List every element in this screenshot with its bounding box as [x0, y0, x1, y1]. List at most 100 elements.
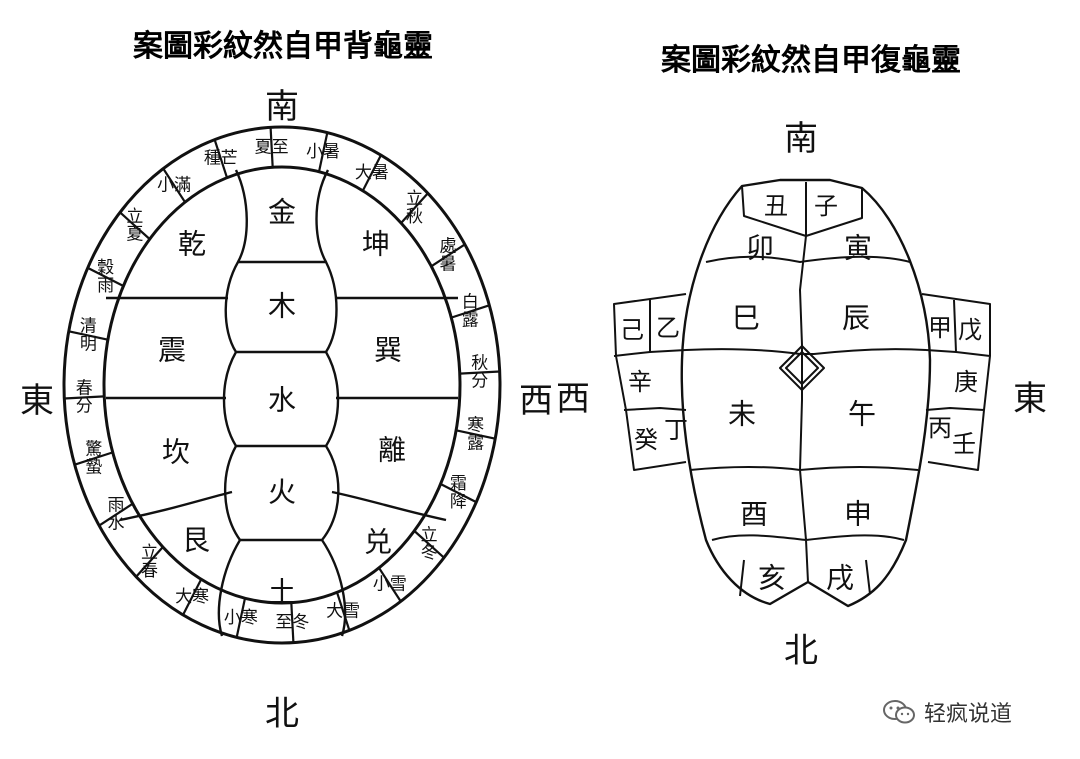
rim-divider [213, 139, 229, 179]
plastron-cell-label: 子 [814, 192, 838, 220]
stem-label: 戊 [958, 316, 982, 344]
rim-divider [119, 211, 151, 240]
rim-divider [74, 451, 114, 466]
back-rim-dividers [64, 127, 500, 643]
solar-term-label: 寒 [467, 416, 484, 436]
rim-divider [269, 127, 274, 168]
solar-term-label: 小滿 [157, 175, 191, 195]
plastron-cell-label: 申 [844, 498, 872, 531]
rim-divider [98, 502, 134, 527]
belly-north-label: 北 [784, 631, 818, 671]
rim-divider [450, 304, 490, 319]
back-shell-diagram: 案圖彩紋然自甲背龜靈 南 北 東 西 [20, 29, 553, 734]
scute-label: 艮 [182, 524, 210, 557]
stem-label: 乙 [656, 314, 680, 342]
solar-term-label: 霜 [450, 474, 467, 494]
solar-term-label: 小寒 [224, 608, 258, 628]
rim-divider [455, 429, 496, 440]
scute-label: 巽 [374, 334, 402, 367]
scute-label: 坎 [162, 436, 190, 469]
solar-term-label: 大雪 [326, 601, 360, 621]
solar-term-label: 立 [421, 525, 438, 545]
solar-term-label: 白 [462, 293, 479, 313]
plastron-cell-label: 寅 [844, 232, 872, 265]
solar-term-label: 明 [80, 334, 97, 354]
plastron-cell-label: 戌 [826, 562, 854, 595]
rim-divider [361, 154, 382, 192]
solar-term-label: 種芒 [204, 149, 238, 169]
stem-label: 癸 [634, 426, 658, 454]
watermark: 轻疯说道 [882, 692, 1072, 732]
belly-outline [680, 178, 932, 608]
stem-label: 庚 [954, 368, 978, 396]
back-east-label: 東 [20, 381, 54, 421]
rim-divider [135, 546, 164, 578]
solar-term-label: 大暑 [355, 163, 389, 183]
back-title: 案圖彩紋然自甲背龜靈 [133, 29, 433, 64]
solar-term-label: 分 [76, 396, 93, 416]
rim-divider [235, 598, 247, 638]
solar-term-label: 秋 [406, 207, 423, 227]
solar-term-label: 秋 [471, 354, 488, 374]
back-costal-dividers [106, 296, 458, 522]
back-shell-outer-rim [62, 125, 502, 645]
solar-term-label: 立 [141, 543, 158, 563]
solar-term-label: 暑 [440, 254, 457, 274]
solar-term-label: 蟄 [85, 457, 102, 477]
plastron-cell-label: 未 [728, 398, 756, 431]
solar-term-label: 清 [80, 317, 97, 337]
rim-divider [182, 578, 203, 616]
rim-divider [440, 482, 477, 504]
solar-term-label: 小雪 [373, 575, 407, 595]
belly-seams [685, 182, 927, 597]
solar-term-label: 降 [450, 492, 467, 512]
back-west-label: 西 [519, 381, 553, 421]
rim-divider [413, 530, 445, 559]
plastron-cell-label: 巳 [732, 302, 760, 335]
solar-term-label: 雨 [107, 496, 124, 516]
scute-label: 乾 [178, 228, 206, 261]
belly-west-label: 西 [556, 379, 590, 419]
stem-label: 己 [620, 316, 644, 344]
scute-label: 水 [268, 384, 296, 417]
stem-label: 辛 [628, 368, 652, 396]
scute-label: 震 [158, 334, 186, 367]
belly-east-label: 東 [1013, 379, 1047, 419]
belly-title: 案圖彩紋然自甲復龜靈 [661, 43, 961, 78]
back-labels: 夏至小暑大暑立秋處暑白露秋分寒露霜降立冬小雪大雪至冬小寒大寒立春雨水驚蟄春分清明… [76, 137, 488, 632]
belly-labels: 丑子卯寅巳辰未午酉申亥戌己乙辛癸丁甲戊庚丙壬 [620, 192, 982, 595]
plastron-cell-label: 辰 [842, 302, 870, 335]
rim-divider [335, 591, 351, 631]
plastron-cell-label: 亥 [758, 562, 786, 595]
solar-term-label: 夏 [126, 225, 143, 245]
belly-shell-diagram: 案圖彩紋然自甲復龜靈 南 北 西 東 丑子卯寅巳辰未午酉申亥戌己乙辛癸丁甲戊庚丙… [556, 43, 1047, 671]
solar-term-label: 立 [406, 189, 423, 209]
scute-label: 坤 [362, 228, 390, 261]
solar-term-label: 雨 [97, 276, 114, 296]
rim-divider [430, 243, 466, 268]
rim-divider [64, 395, 105, 400]
back-vertebral-column [217, 169, 347, 637]
rim-divider [87, 266, 124, 288]
solar-term-label: 大寒 [175, 587, 209, 607]
watermark-text: 轻疯说道 [924, 702, 1013, 727]
solar-term-label: 春 [141, 561, 158, 581]
solar-term-label: 夏至 [255, 137, 289, 157]
stem-label: 壬 [952, 430, 976, 458]
solar-term-label: 驚 [85, 440, 102, 460]
belly-center-diamond [779, 345, 825, 391]
solar-term-label: 露 [462, 310, 479, 330]
belly-right-wing [921, 293, 991, 471]
wechat-icon [883, 700, 915, 724]
solar-term-label: 小暑 [306, 142, 340, 162]
rim-divider [68, 330, 109, 341]
solar-term-label: 處 [440, 236, 457, 256]
rim-divider [317, 132, 329, 172]
solar-term-label: 露 [467, 433, 484, 453]
stem-label: 甲 [928, 314, 952, 342]
solar-term-label: 分 [471, 371, 488, 391]
back-south-label: 南 [265, 87, 299, 127]
scute-label: 金 [268, 196, 296, 229]
solar-term-label: 水 [107, 514, 124, 534]
solar-term-label: 穀 [97, 258, 114, 278]
